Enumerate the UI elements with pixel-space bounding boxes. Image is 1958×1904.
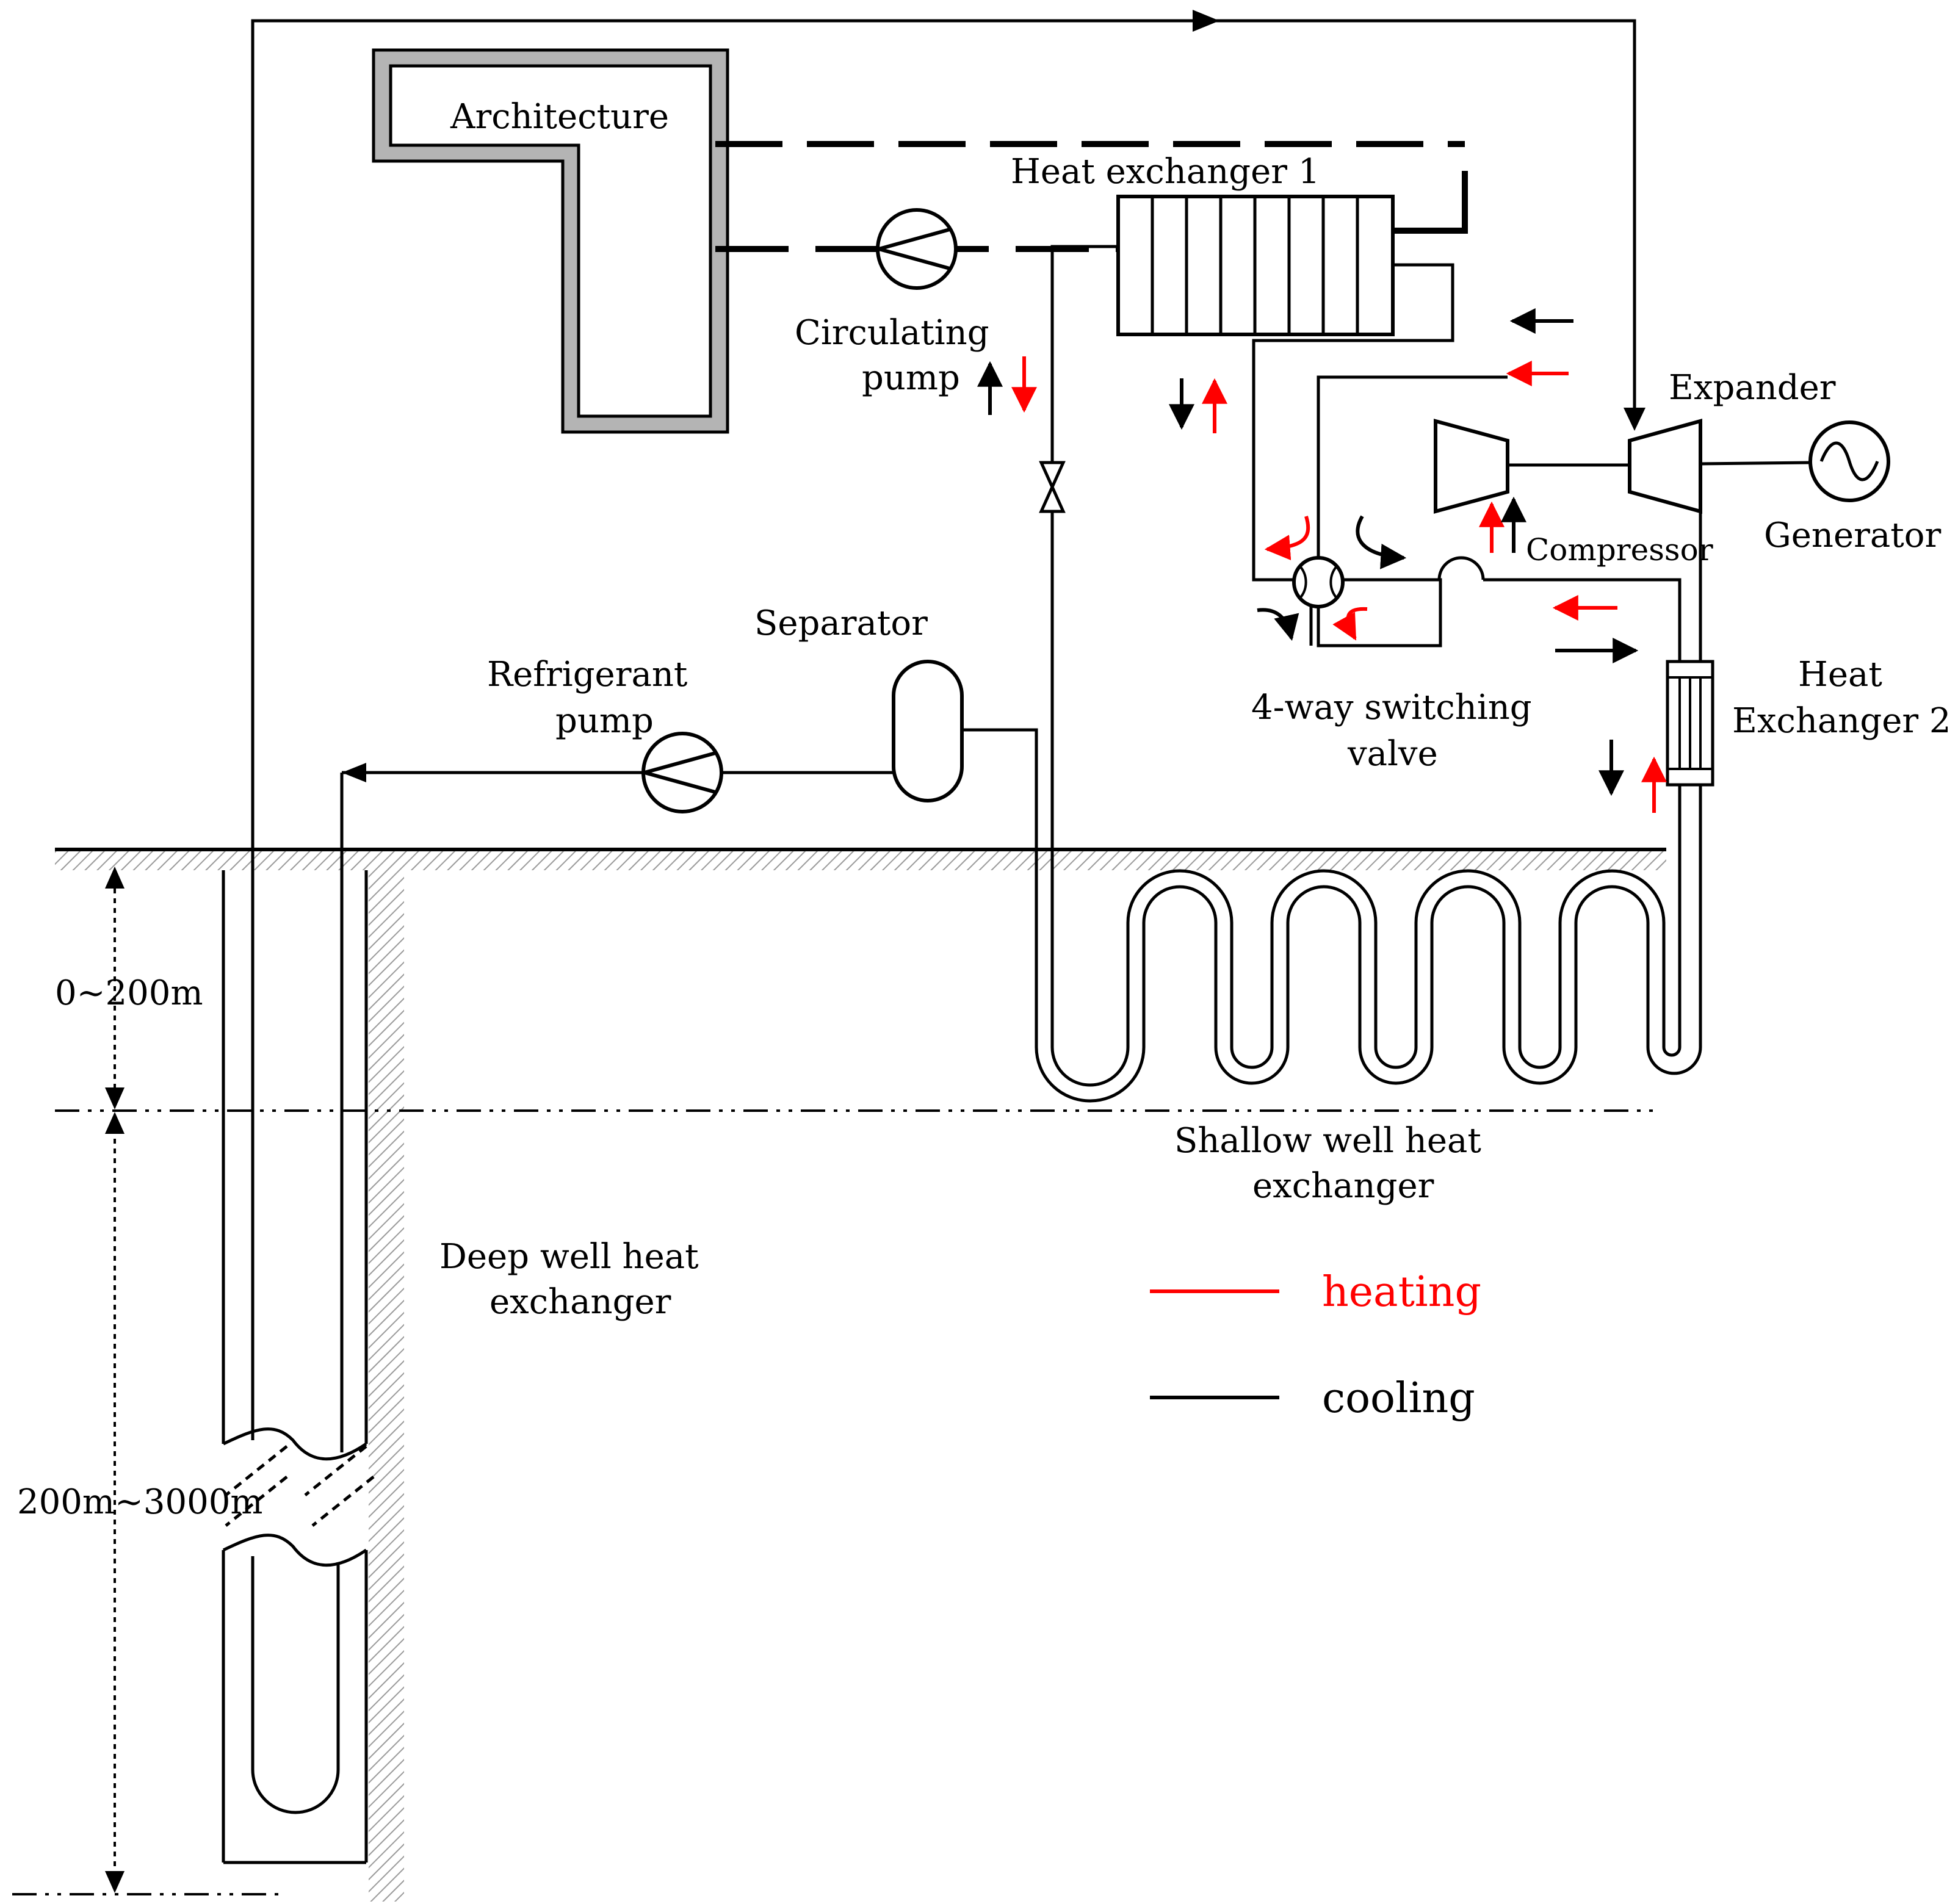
deep-well-break-marks	[225, 1445, 375, 1527]
throttle-valve	[1039, 461, 1066, 513]
circulating-pump-label-line2: pump	[862, 358, 960, 398]
architecture-label: Architecture	[450, 97, 669, 137]
compressor-label: Compressor	[1526, 532, 1713, 568]
refrigerant-pump	[637, 732, 723, 813]
depth-dimension-shallow	[105, 867, 125, 1109]
legend-cooling-label: cooling	[1322, 1374, 1475, 1423]
separator-label: Separator	[754, 604, 928, 643]
refrigerant-pump-label-line2: pump	[555, 701, 654, 741]
legend-heating-label: heating	[1322, 1268, 1481, 1316]
generator-label: Generator	[1764, 516, 1941, 555]
generator	[1808, 420, 1890, 502]
circulating-pump-label-line1: Circulating	[795, 313, 989, 353]
heat-exchanger-1	[1116, 195, 1395, 336]
compressor	[1434, 419, 1509, 514]
heat-exchanger-1-label: Heat exchanger 1	[1011, 152, 1320, 192]
legend: heating cooling	[1150, 1268, 1481, 1423]
heating-arrow	[1264, 516, 1310, 561]
flow-arrow-top	[1193, 10, 1219, 32]
flow-arrow-expander-inlet	[1624, 408, 1646, 431]
heat-exchanger-2	[1666, 660, 1714, 787]
ground	[55, 848, 1666, 1902]
shallow-well-label-line2: exchanger	[1252, 1166, 1434, 1206]
heat-exchanger-2-label-line2: Exchanger 2	[1732, 701, 1951, 741]
deep-well-heat-exchanger	[222, 849, 368, 1864]
refrigerant-pump-label-line1: Refrigerant	[487, 655, 688, 694]
refrigerant-piping	[251, 19, 1812, 849]
four-way-valve-label-line2: valve	[1347, 734, 1438, 774]
cooling-arrow	[1257, 608, 1299, 641]
flow-arrows	[977, 308, 1667, 813]
deep-well-label-line1: Deep well heat	[439, 1237, 699, 1277]
four-way-switching-valve	[1292, 556, 1345, 608]
deep-well-label-line2: exchanger	[490, 1282, 671, 1322]
heating-arrow	[1332, 607, 1368, 641]
four-way-valve-label-line1: 4-way switching	[1251, 688, 1532, 727]
expander	[1628, 419, 1702, 514]
shallow-well-serpentine-pipe	[1035, 849, 1702, 1103]
depth-dimension-deep	[105, 1112, 125, 1893]
architecture-building	[372, 48, 729, 434]
heat-exchanger-1-building-pipe	[1394, 171, 1468, 234]
circulating-pump	[872, 208, 958, 290]
depth-label-deep: 200m~3000m	[17, 1482, 263, 1522]
cooling-arrow	[1356, 515, 1407, 569]
shallow-well-label-line1: Shallow well heat	[1174, 1121, 1481, 1161]
depth-label-shallow: 0~200m	[55, 973, 203, 1013]
separator	[892, 660, 964, 802]
expander-label: Expander	[1669, 368, 1836, 408]
flow-arrow-deep-well-inlet	[342, 763, 366, 782]
heat-exchanger-2-label-line1: Heat	[1798, 655, 1882, 694]
